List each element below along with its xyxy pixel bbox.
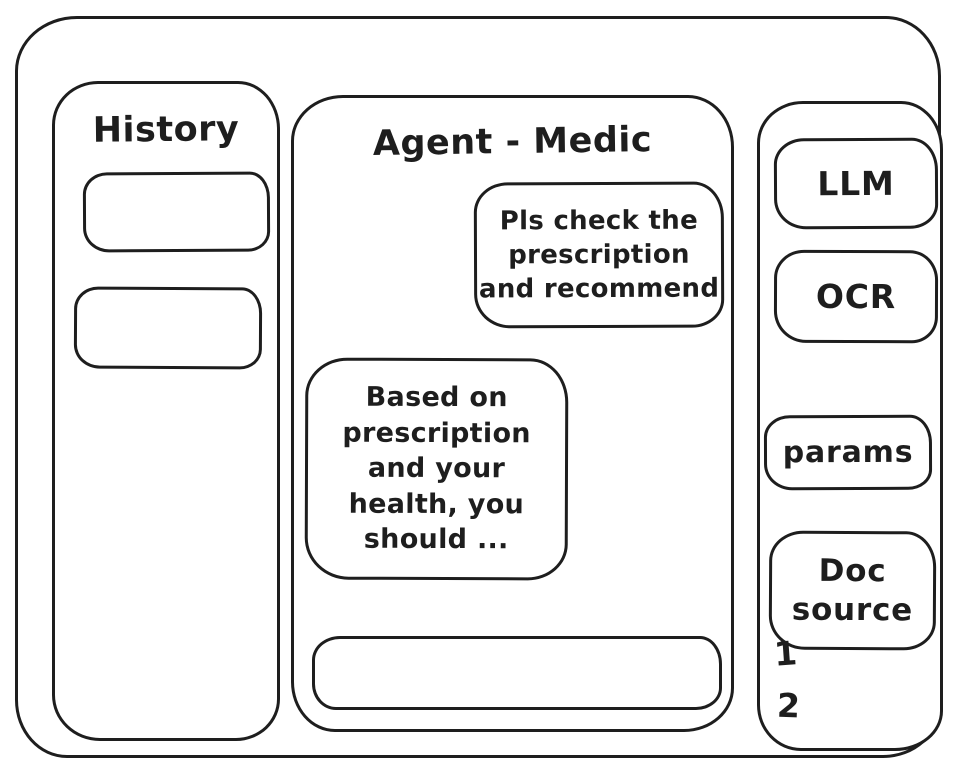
history-panel-title: History (92, 109, 240, 151)
params-button[interactable]: params (763, 414, 933, 491)
doc-source-item-2[interactable]: 2 (776, 685, 801, 726)
assistant-message-bubble: Based on prescription and your health, y… (304, 357, 569, 581)
history-panel: History (52, 81, 280, 741)
ocr-button[interactable]: OCR (773, 249, 939, 344)
app-frame: History Agent - Medic Pls check the pres… (15, 16, 943, 758)
llm-button[interactable]: LLM (773, 137, 939, 230)
chat-panel: Agent - Medic Pls check the prescription… (291, 95, 734, 732)
history-item[interactable] (73, 286, 263, 370)
chat-title: Agent - Medic (372, 120, 653, 164)
chat-input[interactable] (312, 636, 722, 710)
doc-source-item-1[interactable]: 1 (772, 633, 799, 674)
history-item[interactable] (82, 171, 271, 253)
tools-panel: LLM OCR params Doc source 1 2 (757, 101, 943, 751)
user-message-bubble: Pls check the prescription and recommend (473, 181, 725, 329)
